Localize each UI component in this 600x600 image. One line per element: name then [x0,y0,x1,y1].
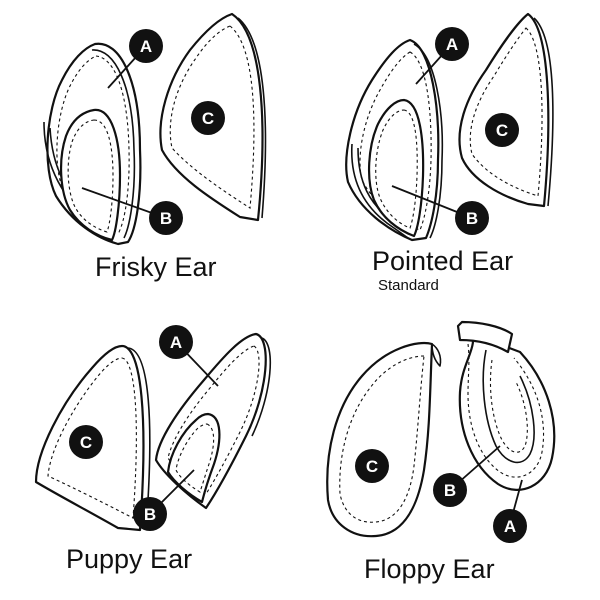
pointed-ear-subtitle: Standard [378,277,439,294]
svg-text:C: C [202,109,214,128]
pointed-badge-c: C [485,113,519,147]
svg-text:B: B [144,505,156,524]
puppy-badge-c: C [69,425,103,459]
floppy-badge-b: B [433,473,467,507]
floppy-ear-title: Floppy Ear [364,554,495,584]
svg-text:B: B [160,209,172,228]
svg-text:C: C [366,457,378,476]
svg-text:A: A [504,517,516,536]
puppy-badge-a: A [159,325,193,359]
pointed-piece-c [458,12,554,208]
svg-text:A: A [140,37,152,56]
floppy-piece-a [456,320,556,491]
svg-text:B: B [444,481,456,500]
floppy-badge-a: A [493,509,527,543]
frisky-badge-c: C [191,101,225,135]
frisky-ear-title: Frisky Ear [95,252,217,282]
puppy-badge-b: B [133,497,167,531]
puppy-ear-title: Puppy Ear [66,544,192,574]
frisky-badge-b: B [149,201,183,235]
puppy-piece-b [166,412,221,504]
frisky-ear-panel: A B C Frisky Ear [43,12,267,282]
frisky-piece-b [59,108,122,242]
floppy-ear-panel: A B C Floppy Ear [326,320,556,584]
svg-text:A: A [446,35,458,54]
pointed-badge-b: B [455,201,489,235]
puppy-ear-panel: A B C Puppy Ear [34,325,272,574]
floppy-piece-b [482,349,535,464]
svg-text:C: C [496,121,508,140]
pointed-ear-title: Pointed Ear [372,246,513,276]
frisky-badge-a: A [129,29,163,63]
svg-text:C: C [80,433,92,452]
svg-text:B: B [466,209,478,228]
svg-text:A: A [170,333,182,352]
pointed-ear-panel: A B C Pointed Ear Standard [345,12,554,294]
floppy-piece-c [326,342,442,538]
floppy-badge-c: C [355,449,389,483]
pointed-piece-b [367,98,425,238]
pointed-badge-a: A [435,27,469,61]
